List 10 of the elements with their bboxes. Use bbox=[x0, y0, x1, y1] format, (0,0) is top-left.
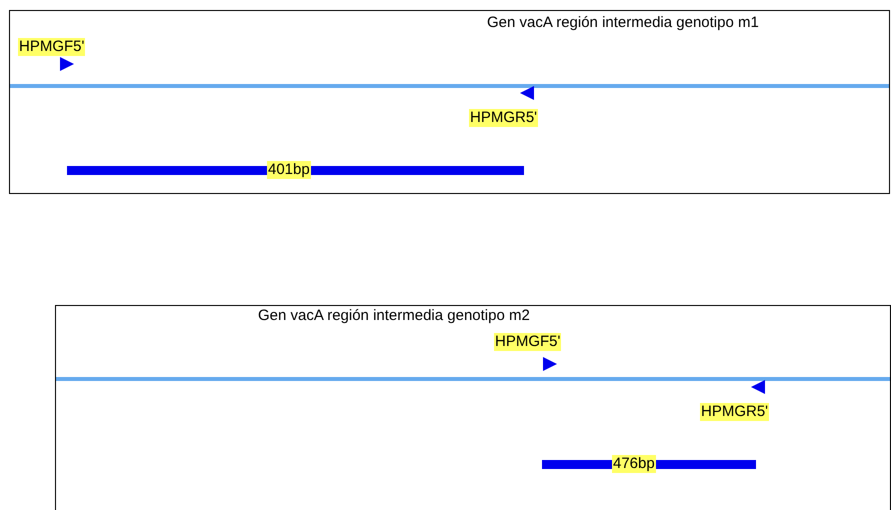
panel-title: Gen vacA región intermedia genotipo m2 bbox=[258, 307, 530, 324]
panel-title: Gen vacA región intermedia genotipo m1 bbox=[487, 14, 759, 31]
primer-label: HPMGR5' bbox=[700, 403, 770, 421]
primer-label: HPMGR5' bbox=[469, 109, 538, 127]
primer-label: HPMGF5' bbox=[494, 333, 562, 351]
map-panel bbox=[55, 305, 891, 510]
primer-label: HPMGF5' bbox=[18, 38, 86, 56]
product-size-label: 401bp bbox=[267, 161, 311, 179]
map-panel bbox=[9, 10, 890, 194]
product-size-label: 476bp bbox=[612, 455, 656, 473]
